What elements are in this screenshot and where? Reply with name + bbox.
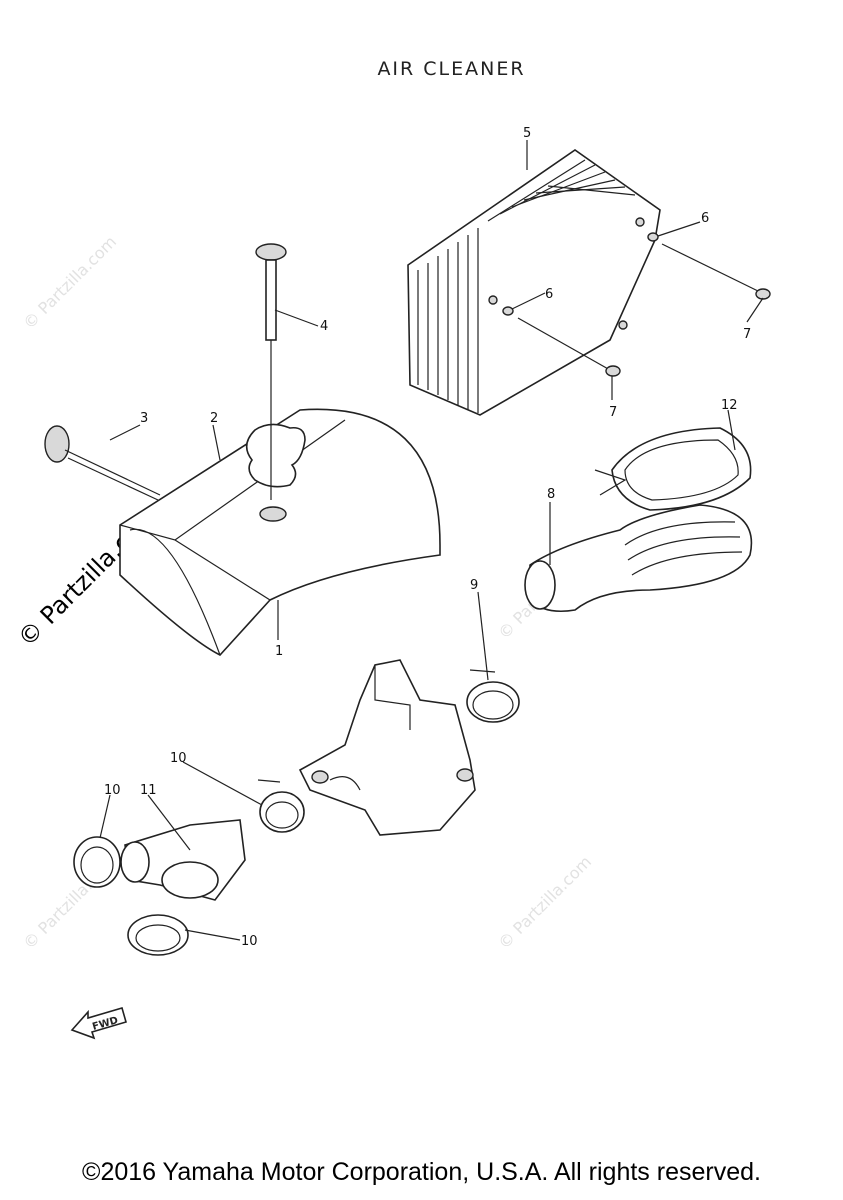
callout-7a: 7 <box>743 327 751 342</box>
forward-arrow-icon: FWD <box>70 1007 127 1040</box>
callout-5: 5 <box>523 126 531 141</box>
callout-10b: 10 <box>104 783 121 798</box>
hose-band-part <box>594 427 752 511</box>
exploded-view-drawing: © Partzilla.com © Partzilla.com © Partzi… <box>12 126 771 1040</box>
callout-10a: 10 <box>170 751 187 766</box>
filter-element-part <box>407 149 661 416</box>
carburetor-part <box>298 659 476 836</box>
callout-numbers: 1 2 3 4 5 6 6 7 7 8 9 10 10 10 11 12 <box>104 126 751 949</box>
callout-12: 12 <box>721 398 738 413</box>
air-duct-part <box>524 504 753 613</box>
callout-7b: 7 <box>609 405 617 420</box>
callout-10c: 10 <box>241 934 258 949</box>
clamp-10-bottom-part <box>127 914 189 956</box>
callout-6a: 6 <box>701 211 709 226</box>
clamp-10-left-part <box>73 836 121 888</box>
callout-1: 1 <box>275 644 283 659</box>
callout-2: 2 <box>210 411 218 426</box>
watermark-text: © Partzilla.com <box>19 232 120 333</box>
joint-part <box>120 819 246 901</box>
callout-6b: 6 <box>545 287 553 302</box>
air-cleaner-cover-part <box>119 408 441 656</box>
clamp-10-middle-part <box>257 779 305 833</box>
diagram-title: AIR CLEANER <box>377 58 526 80</box>
callout-11: 11 <box>140 783 157 798</box>
clamp-9-part <box>466 669 520 723</box>
callout-3: 3 <box>140 411 148 426</box>
callout-4: 4 <box>320 319 328 334</box>
callout-9: 9 <box>470 578 478 593</box>
watermark-text: © Partzilla.com <box>494 852 595 953</box>
leader-lines <box>99 140 764 941</box>
copyright-footer: ©2016 Yamaha Motor Corporation, U.S.A. A… <box>82 1158 761 1186</box>
callout-8: 8 <box>547 487 555 502</box>
knob-screw-part <box>255 243 287 500</box>
wing-bolt-part <box>44 425 161 501</box>
bolts-and-washers-part <box>502 232 771 377</box>
